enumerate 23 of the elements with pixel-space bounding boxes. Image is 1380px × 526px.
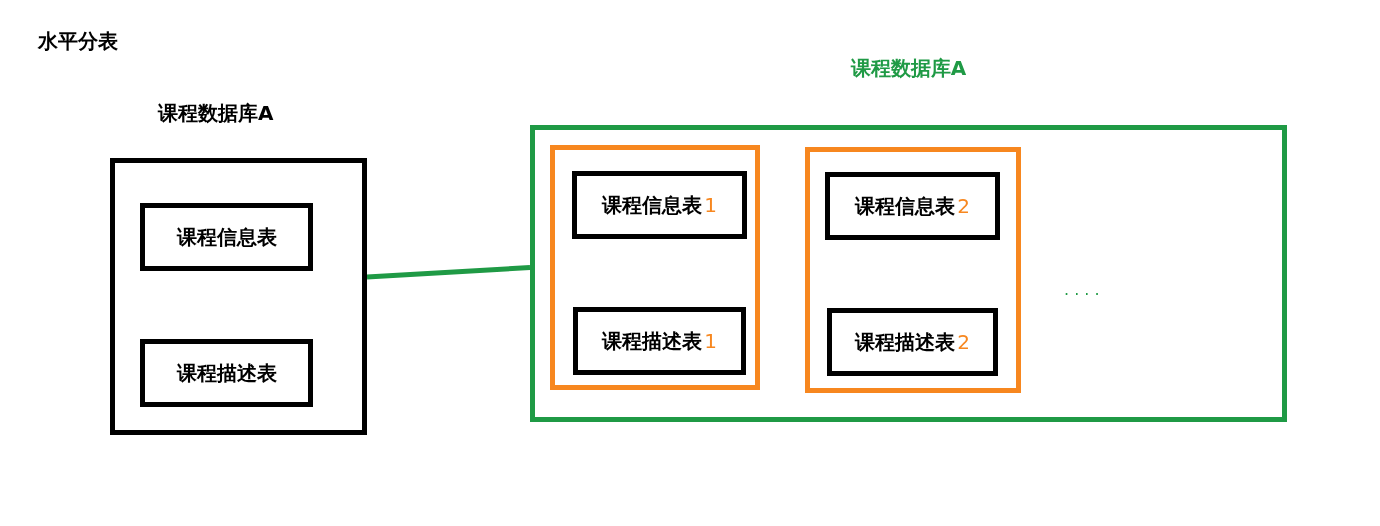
database-title: 课程数据库A	[849, 55, 968, 82]
table-number: 1	[704, 329, 717, 353]
table-number: 2	[957, 194, 970, 218]
table-name: 课程描述表	[176, 359, 277, 387]
table-name: 课程信息表	[855, 192, 956, 220]
table-box	[825, 172, 1000, 240]
connector-line	[366, 265, 531, 280]
table-box	[827, 308, 998, 376]
table-box	[573, 307, 746, 375]
shard-box	[550, 145, 760, 390]
table-box	[572, 171, 747, 239]
table-box	[140, 203, 313, 271]
database-title: 课程数据库A	[158, 100, 275, 127]
ellipsis-dots: · · · ·	[1064, 285, 1100, 304]
shard-box	[805, 147, 1021, 393]
page-title: 水平分表	[38, 28, 118, 55]
table-name: 课程描述表	[855, 328, 956, 356]
table-number: 2	[957, 330, 970, 354]
table-name: 课程信息表	[602, 191, 703, 219]
table-number: 1	[704, 193, 717, 217]
table-name: 课程信息表	[176, 223, 277, 251]
table-box	[140, 339, 313, 407]
table-name: 课程描述表	[602, 327, 703, 355]
